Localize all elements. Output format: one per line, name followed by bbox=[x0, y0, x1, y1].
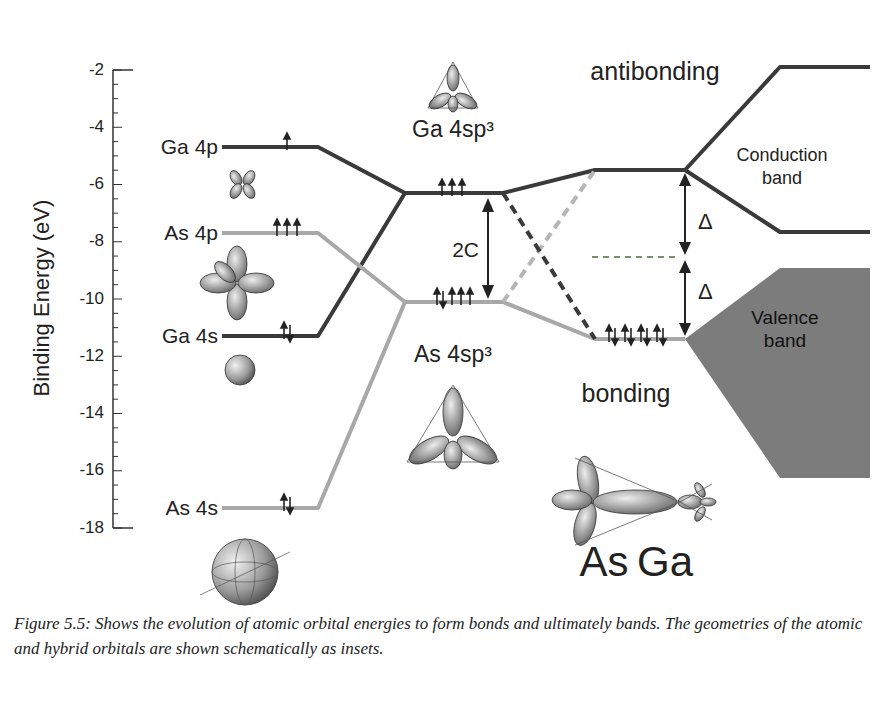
level-label: Ga 4s bbox=[162, 324, 218, 347]
level-label: Δ bbox=[698, 210, 713, 234]
band-label: Valence band bbox=[745, 307, 825, 353]
energy-axis bbox=[113, 70, 133, 528]
level-label: bonding bbox=[582, 380, 671, 408]
axis-title: Binding Energy (eV) bbox=[30, 200, 54, 397]
axis-tick-label: -12 bbox=[79, 347, 104, 366]
energy-levels bbox=[222, 67, 870, 508]
level-label: Conduction band bbox=[732, 144, 832, 191]
midgap-line bbox=[592, 256, 680, 258]
level-label: Ga 4p bbox=[161, 135, 218, 158]
level-label: Ga 4sp³ bbox=[412, 117, 494, 142]
axis-tick-label: -10 bbox=[79, 290, 104, 309]
axis-tick-label: -18 bbox=[79, 519, 104, 538]
level-label: As 4s bbox=[165, 496, 218, 519]
level-label: As 4sp³ bbox=[414, 342, 492, 367]
axis-tick-label: -6 bbox=[89, 175, 104, 194]
axis-tick-label: -8 bbox=[89, 232, 104, 251]
axis-tick-label: -2 bbox=[89, 61, 104, 80]
valence-band bbox=[685, 268, 870, 478]
orbital-sketches bbox=[200, 62, 716, 605]
level-label: 2C bbox=[452, 238, 479, 261]
axis-tick-label: -16 bbox=[79, 461, 104, 480]
axis-tick-label: -4 bbox=[89, 118, 104, 137]
level-label: Ga bbox=[637, 539, 693, 585]
gap-arrows bbox=[482, 173, 691, 336]
level-label: As bbox=[579, 539, 628, 585]
band-region: Valence band bbox=[700, 290, 870, 370]
axis-tick-label: -14 bbox=[79, 404, 104, 423]
figure-caption: Figure 5.5: Shows the evolution of atomi… bbox=[14, 612, 878, 661]
level-label: antibonding bbox=[590, 58, 719, 86]
level-label: Δ bbox=[698, 280, 713, 304]
level-label: As 4p bbox=[164, 221, 218, 244]
